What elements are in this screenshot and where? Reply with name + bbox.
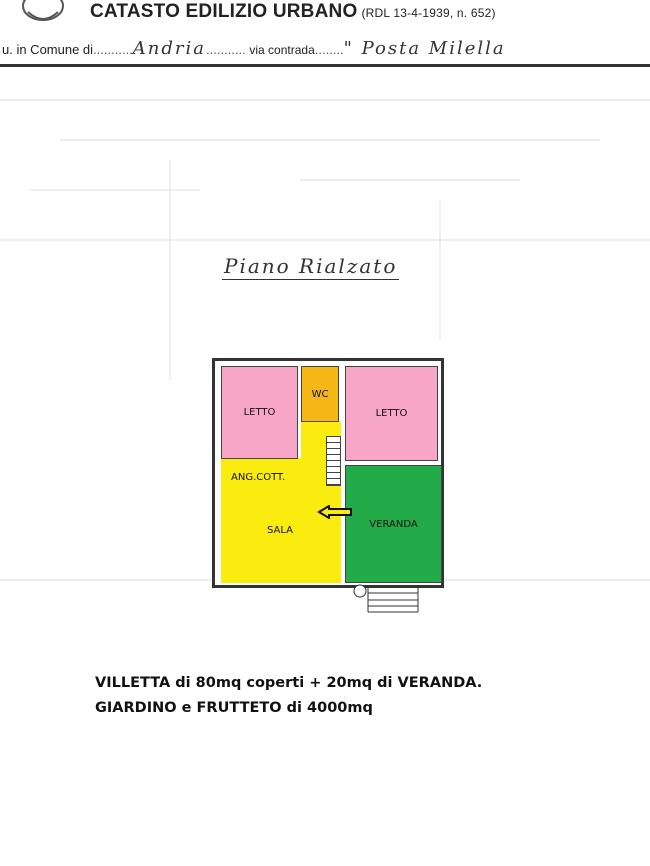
comune-value: Andria — [132, 38, 207, 59]
location-line: u. in Comune di...........Andria........… — [2, 38, 506, 59]
floor-plan: LETTO WC LETTO VERANDA ANG.COTT. SALA — [212, 358, 444, 588]
entrance-arrow-icon — [317, 505, 352, 519]
room-letto-right: LETTO — [345, 366, 438, 461]
comune-label: u. in Comune di — [2, 42, 94, 57]
label-sala: SALA — [267, 525, 294, 536]
entrance-steps — [353, 584, 419, 613]
description-line-1: VILLETTA di 80mq coperti + 20mq di VERAN… — [95, 675, 483, 691]
document-title: CATASTO EDILIZIO URBANO(RDL 13-4-1939, n… — [90, 1, 496, 22]
room-letto-left: LETTO — [221, 366, 298, 459]
description-line-2: GIARDINO e FRUTTETO di 4000mq — [95, 700, 373, 716]
header-divider — [0, 64, 650, 67]
room-veranda: VERANDA — [345, 465, 442, 583]
property-description: VILLETTA di 80mq coperti + 20mq di VERAN… — [95, 671, 482, 721]
room-wc: WC — [301, 366, 339, 422]
room-sala — [221, 458, 341, 583]
stairs — [326, 436, 341, 486]
label-ang-cott: ANG.COTT. — [231, 472, 286, 483]
plan-title: Piano Rialzato — [222, 254, 400, 280]
via-value: " Posta Milella — [343, 38, 506, 59]
document-subtitle: (RDL 13-4-1939, n. 652) — [361, 6, 496, 20]
emblem-icon — [22, 0, 64, 21]
via-label: via contrada — [249, 43, 315, 57]
